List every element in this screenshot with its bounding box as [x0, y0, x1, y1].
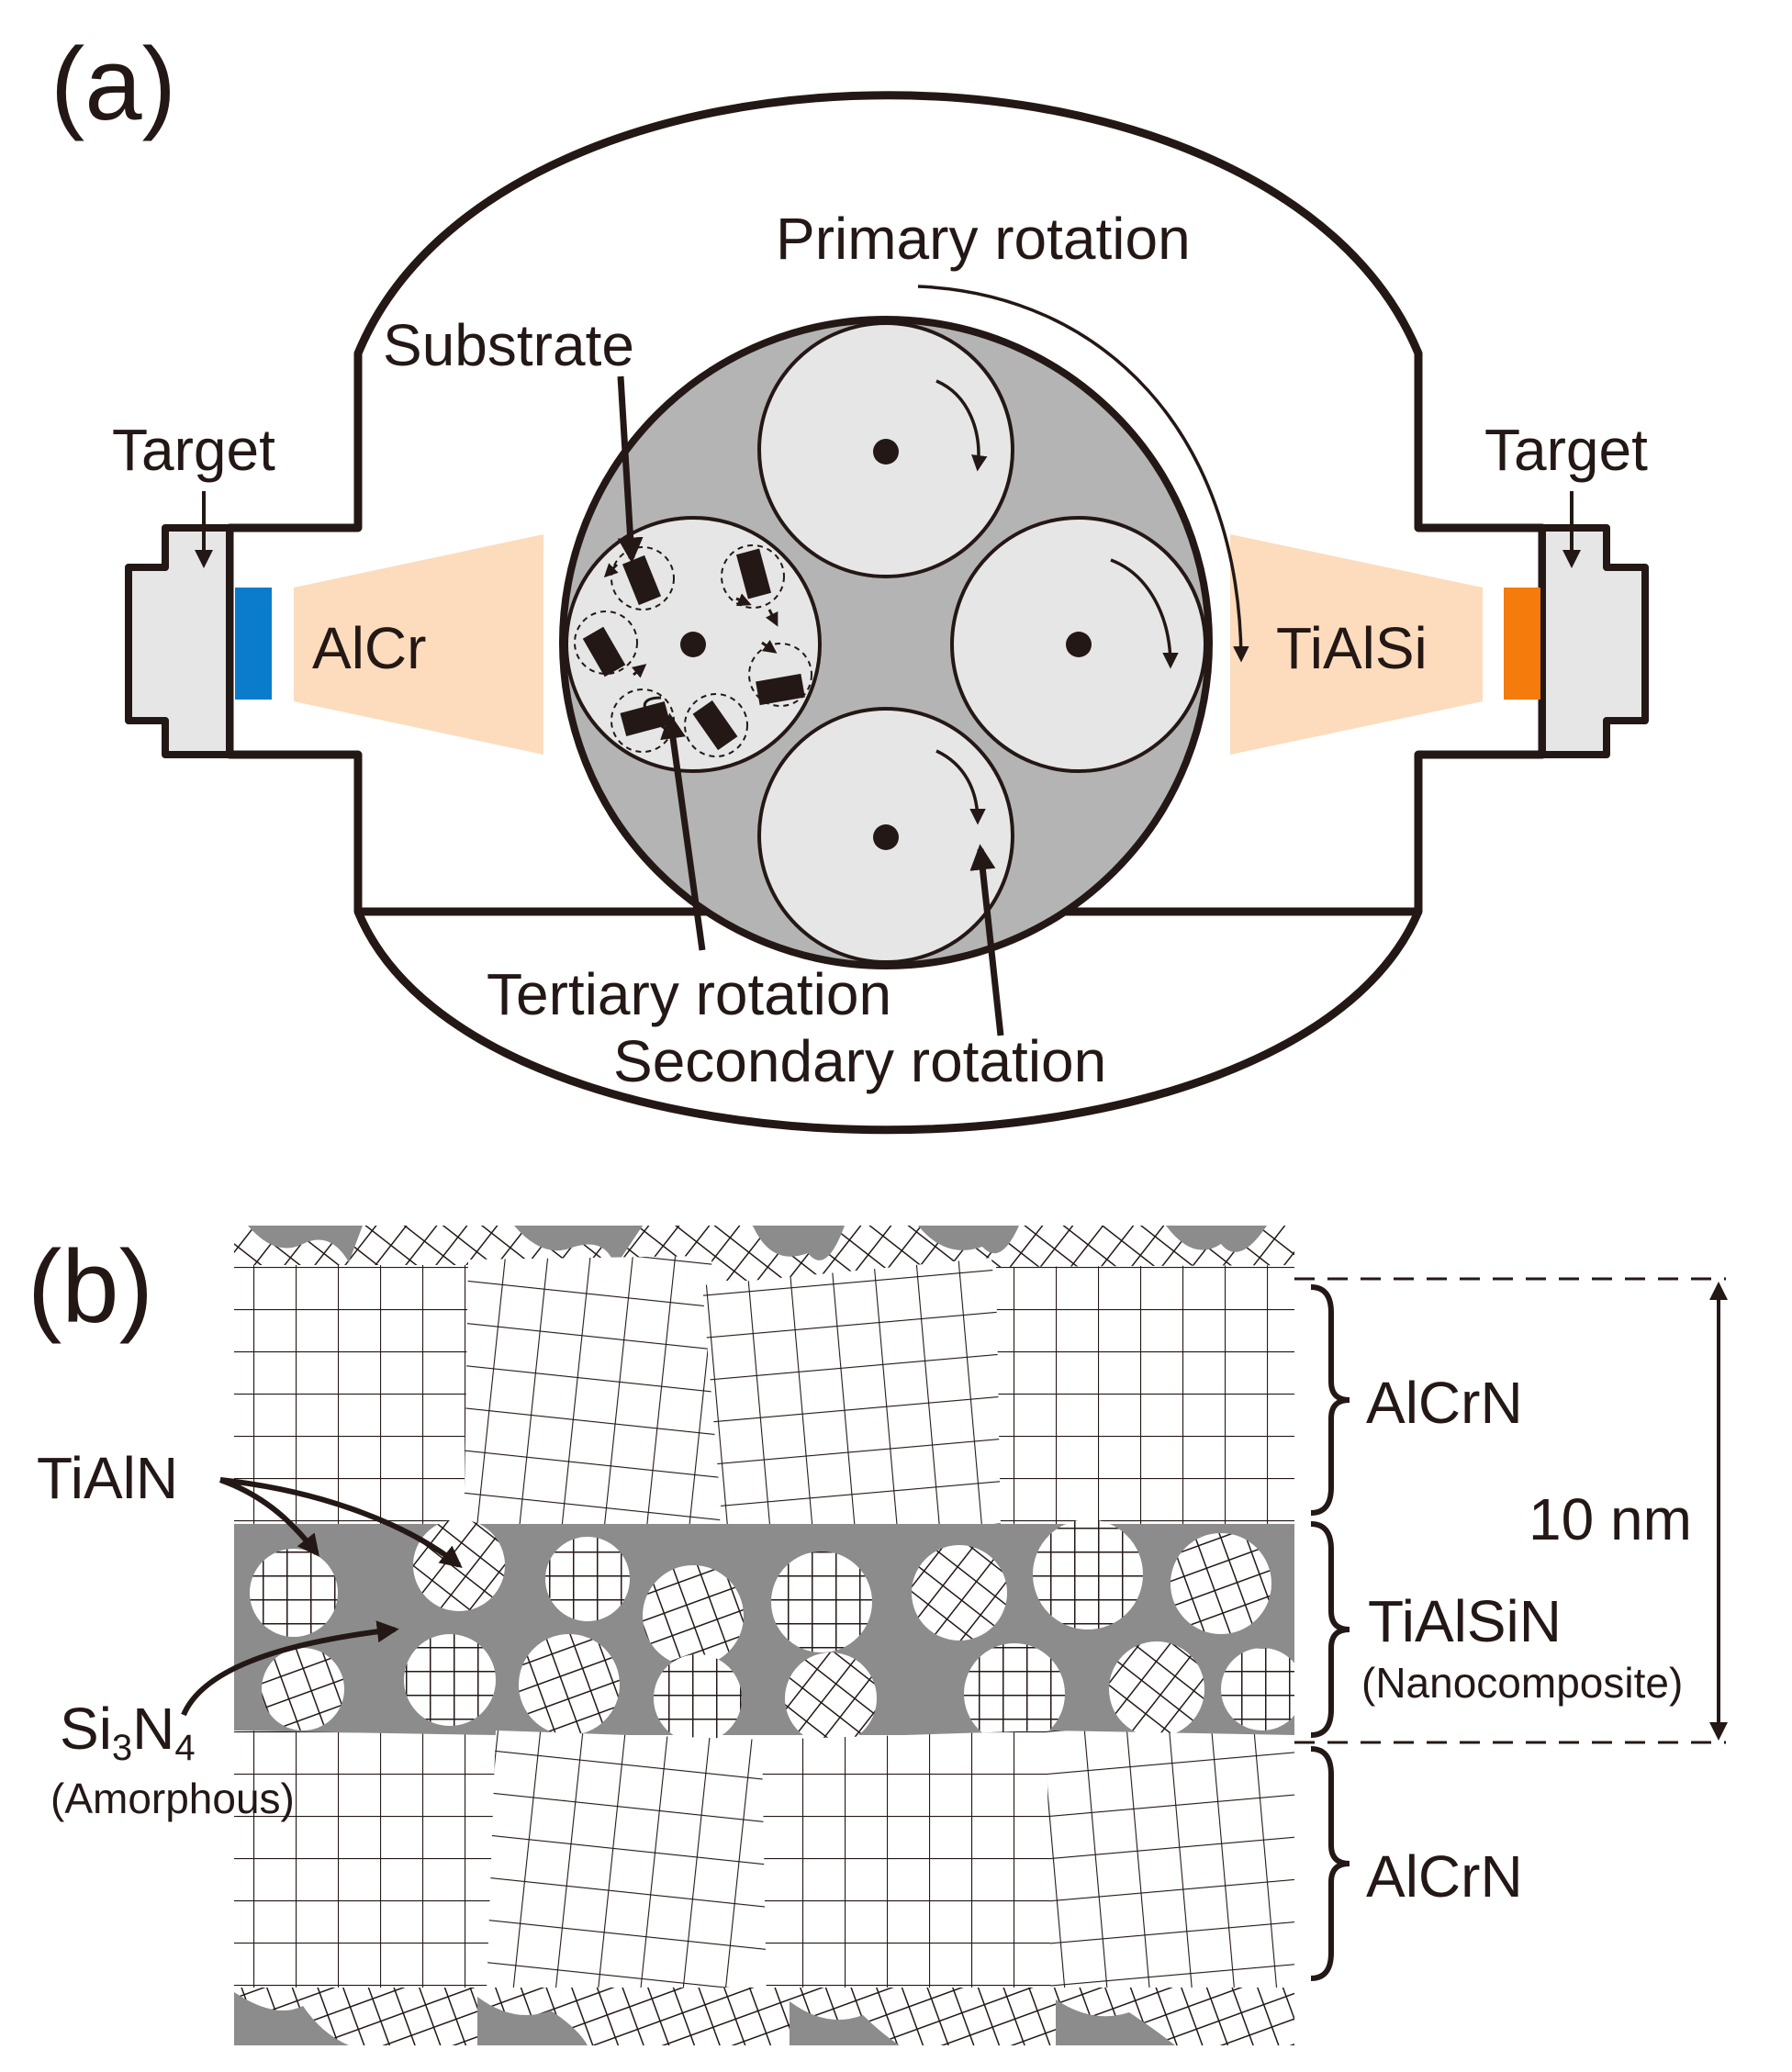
panel-a-label: (a) [50, 27, 176, 141]
tialn-pointer-2 [219, 1477, 463, 1568]
primary-rotation-arrow [917, 285, 1249, 663]
substrate-6 [692, 700, 738, 751]
secondary-rotation-pointer [969, 844, 1004, 1036]
scale-label: 10 nm [1529, 1486, 1692, 1552]
substrate-2 [735, 548, 772, 599]
si3n4-label: Si3N4 [60, 1696, 196, 1768]
si3n4-si: Si [60, 1696, 112, 1762]
panel-b: (b) [28, 1226, 1728, 2045]
microstructure [234, 1226, 1294, 2045]
holder-bottom-rotation-arrow [935, 749, 986, 825]
brace-alcrn-top [1310, 1284, 1350, 1516]
si3n4-pointer [181, 1620, 399, 1717]
alcrn-bottom-label: AlCrN [1366, 1843, 1523, 1910]
holder-right-axis [1066, 632, 1092, 657]
substrate-label: Substrate [383, 312, 634, 378]
holder-left-axis [680, 632, 706, 657]
target-right-label: Target [1484, 417, 1648, 483]
tertiary-rotation-label: Tertiary rotation [487, 961, 891, 1027]
tialsi-plasma [1230, 534, 1483, 755]
alcrn-bottom-layer [234, 1730, 1294, 2006]
si3n4-n: N [132, 1696, 174, 1762]
target-housing-left [125, 524, 233, 758]
holder-top-axis [873, 439, 899, 465]
alcr-plasma [294, 534, 543, 755]
tertiary-rotation-pointer [660, 712, 706, 951]
brace-tialsin [1310, 1521, 1350, 1738]
panel-a: (a) AlCr Target TiAlSi Target [50, 27, 1649, 1135]
target-housing-right [1539, 524, 1649, 758]
substrate-5 [620, 700, 671, 737]
alcr-label: AlCr [312, 615, 426, 681]
holder-top-rotation-arrow [935, 379, 988, 472]
tialsin-layer [234, 1519, 1294, 1744]
alcr-target [235, 588, 272, 700]
tialsi-label: TiAlSi [1276, 615, 1428, 681]
turntable [559, 316, 1213, 969]
panel-b-label: (b) [28, 1229, 153, 1344]
si3n4-sub3: 3 [112, 1728, 132, 1768]
secondary-rotation-label: Secondary rotation [613, 1028, 1106, 1094]
brace-alcrn-bottom [1310, 1746, 1350, 1981]
amorphous-label: (Amorphous) [50, 1775, 295, 1822]
nanocomposite-label: (Nanocomposite) [1361, 1659, 1683, 1707]
alcrn-top-layer [234, 1256, 1294, 1561]
tialn-pointer-1 [218, 1477, 319, 1557]
tialn-label: TiAlN [37, 1445, 178, 1511]
tialsi-target [1504, 588, 1540, 700]
alcrn-top-label: AlCrN [1366, 1370, 1523, 1436]
substrate-1 [622, 554, 662, 606]
target-left-label: Target [112, 417, 275, 483]
si3n4-sub4: 4 [174, 1728, 195, 1768]
primary-rotation-label: Primary rotation [776, 206, 1191, 272]
substrate-4 [756, 673, 805, 706]
chamber-bottom-arc [353, 910, 1423, 1135]
tialsin-label: TiAlSiN [1368, 1588, 1562, 1654]
substrates [574, 544, 812, 757]
substrate-3 [582, 626, 626, 678]
holder-bottom-axis [873, 824, 899, 850]
substrate-pointer [617, 375, 644, 564]
holder-right-rotation-arrow [1110, 558, 1179, 669]
